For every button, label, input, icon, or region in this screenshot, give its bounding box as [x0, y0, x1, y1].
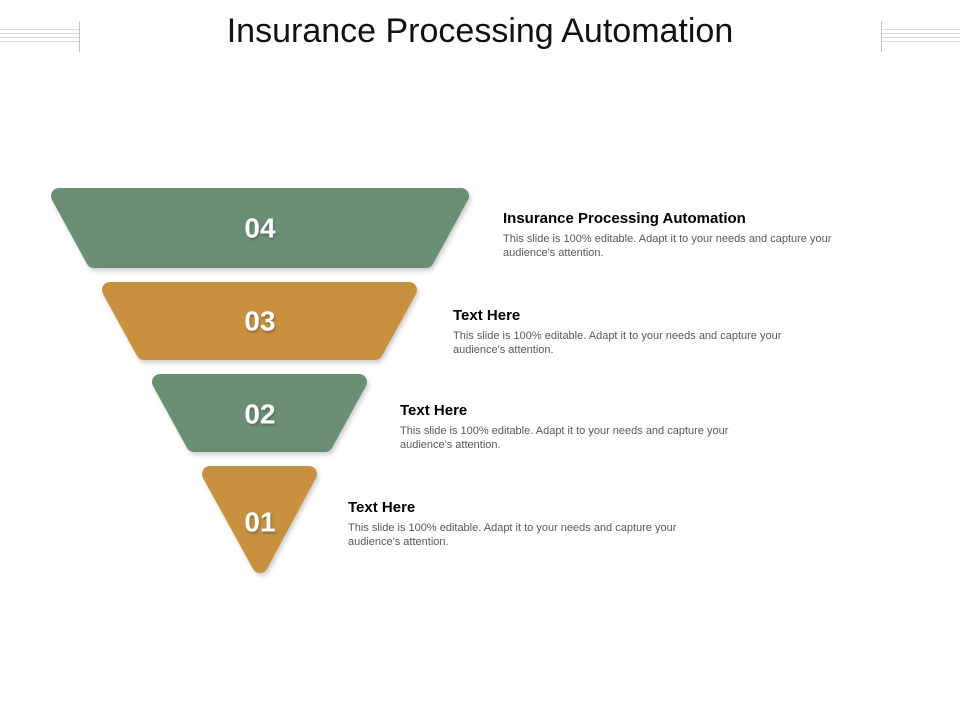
funnel-level-04-shape	[51, 188, 469, 268]
level-02-text-block: Text Here This slide is 100% editable. A…	[400, 401, 780, 452]
level-01-text-block: Text Here This slide is 100% editable. A…	[348, 498, 728, 549]
ornament-line	[882, 37, 960, 38]
ornament-line	[0, 37, 79, 38]
level-03-heading: Text Here	[453, 307, 521, 324]
ornament-line	[0, 41, 79, 42]
funnel-level-01-number: 01	[244, 507, 275, 538]
funnel-level-01-shape	[202, 466, 317, 573]
ornament-line	[0, 29, 79, 30]
level-04-text-block: Insurance Processing Automation This sli…	[503, 209, 883, 260]
ornament-line	[0, 33, 79, 34]
ornament-line	[882, 41, 960, 42]
ornament-line	[881, 21, 882, 52]
funnel-level-04-number: 04	[244, 213, 276, 244]
level-04-body: This slide is 100% editable. Adapt it to…	[503, 233, 832, 259]
corner-ornaments	[0, 0, 960, 70]
funnel-level-03-shape	[102, 282, 417, 360]
slide-title: Insurance Processing Automation	[226, 12, 734, 50]
ornament-line	[882, 33, 960, 34]
level-01-body: This slide is 100% editable. Adapt it to…	[348, 522, 677, 548]
funnel-level-02-number: 02	[244, 399, 275, 430]
level-04-heading: Insurance Processing Automation	[503, 210, 746, 227]
level-03-text-block: Text Here This slide is 100% editable. A…	[453, 306, 833, 357]
level-03-body: This slide is 100% editable. Adapt it to…	[453, 330, 782, 356]
funnel-level-03-number: 03	[244, 306, 275, 337]
level-02-heading: Text Here	[400, 402, 468, 419]
ornament-line	[79, 21, 80, 52]
ornament-line	[882, 29, 960, 30]
level-02-body: This slide is 100% editable. Adapt it to…	[400, 425, 729, 451]
level-01-heading: Text Here	[348, 499, 416, 516]
funnel-level-02-shape	[152, 374, 367, 452]
